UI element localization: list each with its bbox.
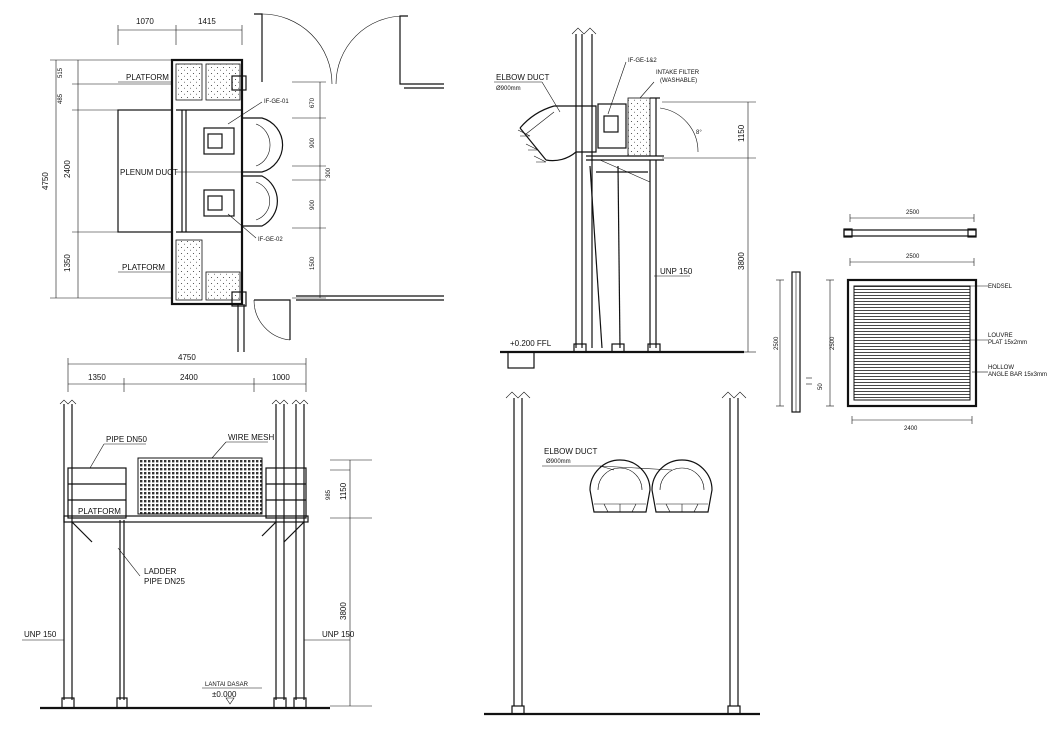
plan-dim-top-1: 1070 [136, 17, 154, 26]
front-dim-2: 2400 [180, 373, 198, 382]
side-fan-label: IF-GE-1&2 [628, 58, 657, 64]
front-pipe-label: PIPE DN50 [106, 435, 147, 444]
side-dim-1: 1150 [737, 124, 746, 142]
louver-dim-4: 2500 [830, 336, 836, 350]
front-unp-left-label: UNP 150 [24, 630, 57, 639]
front-dim-right-1: 985 [326, 489, 332, 500]
side-elbow-dia: Ø900mm [496, 86, 521, 92]
louver-louvre-spec: PLAT 15x2mm [988, 340, 1027, 346]
louver-dim-2: 2500 [906, 254, 920, 260]
front-ladder-pipe-label: PIPE DN25 [144, 577, 185, 586]
front-elevation: 4750 1350 2400 1000 [22, 353, 372, 710]
side-unp-label: UNP 150 [660, 267, 693, 276]
plan-fan1-label: IF-GE-01 [264, 99, 289, 105]
side-filter-note: (WASHABLE) [660, 78, 697, 84]
louver-louvre-label: LOUVRE [988, 333, 1013, 339]
front-dim-total: 4750 [178, 353, 196, 362]
plan-dim-left-1: 515 [58, 67, 64, 78]
rear-elevation: ELBOW DUCT Ø900mm [484, 391, 760, 716]
side-ffl-label: +0.200 FFL [510, 339, 552, 348]
front-dim-1: 1350 [88, 373, 106, 382]
plan-fan2-label: IF-GE-02 [258, 237, 283, 243]
side-filter-label: INTAKE FILTER [656, 70, 700, 76]
front-mesh-label: WIRE MESH [228, 433, 274, 442]
side-elbow-label: ELBOW DUCT [496, 73, 549, 82]
louver-hollow-spec: ANGLE BAR 15x3mm [988, 372, 1047, 378]
plan-platform-bottom-label: PLATFORM [122, 263, 165, 272]
louver-dim-5: 50 [818, 383, 824, 390]
front-dim-3: 1000 [272, 373, 290, 382]
front-unp-right-label: UNP 150 [322, 630, 355, 639]
louver-detail: 2500 2500 2500 50 2500 2400 ENDSEL LO [774, 210, 1047, 432]
louver-dim-1: 2500 [906, 210, 920, 216]
rear-elbow-dia: Ø900mm [546, 459, 571, 465]
louver-dim-6: 2400 [904, 426, 918, 432]
plan-dim-right-5: 1500 [310, 256, 316, 270]
plan-dim-top-2: 1415 [198, 17, 216, 26]
plan-dim-right-4: 900 [310, 199, 316, 210]
front-level-name: LANTAI DASAR [205, 682, 249, 688]
front-ladder-label: LADDER [144, 567, 177, 576]
louver-dim-3: 2500 [774, 336, 780, 350]
louver-hollow-label: HOLLOW [988, 365, 1014, 371]
louver-end-label: ENDSEL [988, 284, 1013, 290]
side-section: ELBOW DUCT Ø900mm IF-GE-1&2 INTAKE FILTE… [494, 27, 756, 369]
plan-dim-right-2: 900 [310, 137, 316, 148]
plan-dim-left-4: 4750 [41, 172, 50, 190]
plan-dim-left-2: 485 [58, 93, 64, 104]
side-dim-2: 3800 [737, 252, 746, 270]
plan-plenum-label: PLENUM DUCT [120, 168, 178, 177]
rear-elbow-label: ELBOW DUCT [544, 447, 597, 456]
front-dim-right-2: 1150 [339, 482, 348, 500]
plan-view: 1070 1415 515 485 2400 4750 1350 PLATFOR… [41, 13, 444, 352]
side-angle-label: 8° [696, 130, 702, 136]
plan-platform-top-label: PLATFORM [126, 73, 169, 82]
front-dim-right-3: 3800 [339, 602, 348, 620]
front-level-value: ±0.000 [212, 690, 237, 699]
plan-dim-right-3: 300 [326, 167, 332, 178]
front-platform-label: PLATFORM [78, 507, 121, 516]
plan-dim-right-1: 670 [310, 97, 316, 108]
plan-dim-left-5: 1350 [63, 254, 72, 272]
plan-dim-left-3: 2400 [63, 160, 72, 178]
